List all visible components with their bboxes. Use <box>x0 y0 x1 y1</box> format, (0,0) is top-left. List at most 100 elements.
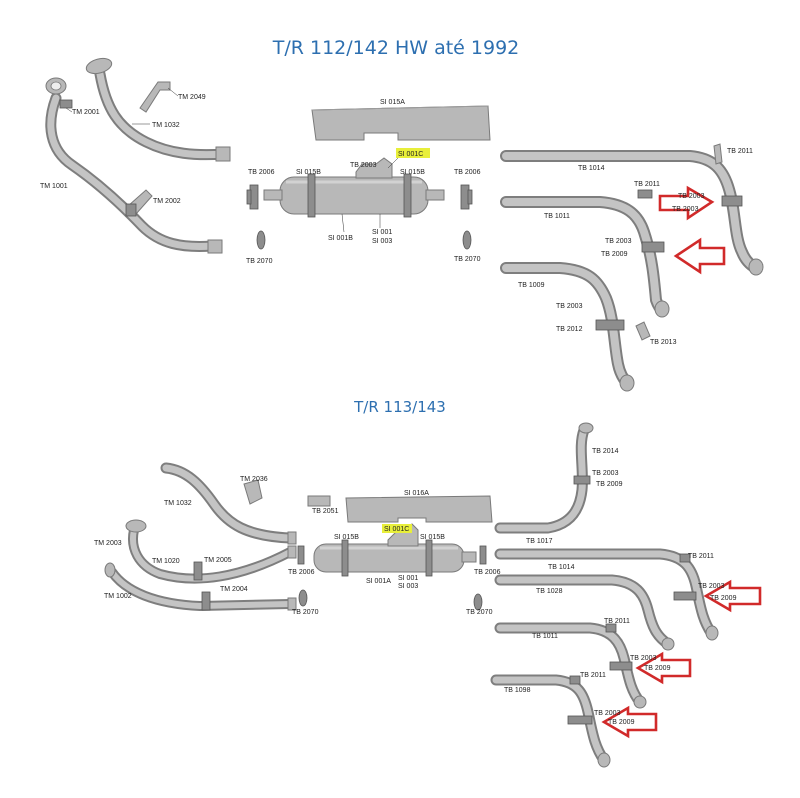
clamp-tm2001 <box>59 99 73 109</box>
clamp-tb2070-bottom-left <box>298 589 308 607</box>
label-si003-top: SI 003 <box>372 238 392 245</box>
label-si015b-bottom-left: SI 015B <box>334 534 359 541</box>
label-si001-top: SI 001 <box>372 229 392 236</box>
label-si003-bottom: SI 003 <box>398 583 418 590</box>
label-tb2009-bottom-4: TB 2009 <box>608 719 635 726</box>
muffler-si001 <box>263 157 445 218</box>
label-tm1001: TM 1001 <box>40 183 68 190</box>
label-tb1009: TB 1009 <box>518 282 545 289</box>
label-tb1017: TB 1017 <box>526 538 553 545</box>
label-tb2014: TB 2014 <box>592 448 619 455</box>
label-tb2003-bottom-2: TB 2003 <box>698 583 725 590</box>
label-tm2001: TM 2001 <box>72 109 100 116</box>
label-tb2009-bottom-2: TB 2009 <box>710 595 737 602</box>
label-tb1014-top: TB 1014 <box>578 165 605 172</box>
label-tb2003-top-mid: TB 2003 <box>350 162 377 169</box>
label-tb2011-bottom-1: TB 2011 <box>688 553 714 560</box>
label-tb1028: TB 1028 <box>536 588 563 595</box>
label-si001c-top: SI 001C <box>398 151 423 158</box>
pipe-tm1020 <box>125 519 297 584</box>
label-si015a: SI 015A <box>380 99 405 106</box>
clamp-tb2006-bottom-left <box>297 545 305 565</box>
label-tb2003-top-r2: TB 2003 <box>672 206 699 213</box>
clamp-tm2005 <box>193 561 203 581</box>
label-si001a-bottom: SI 001A <box>366 578 391 585</box>
label-tb2009-bottom-3: TB 2009 <box>644 665 671 672</box>
pipe-tm1002 <box>104 562 297 611</box>
label-si001c-bottom: SI 001C <box>384 526 409 533</box>
clamp-tb2070-top-left <box>256 230 266 250</box>
bracket-tm2049 <box>139 81 171 113</box>
label-si016a: SI 016A <box>404 490 429 497</box>
heat-shield-si016a <box>345 495 493 523</box>
label-tm2003: TM 2003 <box>94 540 122 547</box>
label-si015b-top-left: SI 015B <box>296 169 321 176</box>
arrow-top-1 <box>658 185 715 221</box>
clamp-tb2070-bottom-right <box>473 593 483 611</box>
arrow-bottom-2 <box>635 651 692 685</box>
label-tb2006-bottom-right: TB 2006 <box>474 569 501 576</box>
label-tb1098: TB 1098 <box>504 687 531 694</box>
label-tb2003-top-r3: TB 2003 <box>605 238 632 245</box>
pipe-tb1098 <box>490 674 611 768</box>
label-tb1011-bottom: TB 1011 <box>532 633 558 640</box>
arrow-top-2 <box>673 237 726 275</box>
pipe-tm1001 <box>45 77 223 254</box>
label-tm1032-bottom: TM 1032 <box>164 500 192 507</box>
label-tb2051: TB 2051 <box>312 508 339 515</box>
label-tb2003-top-r1: TB 2003 <box>678 193 705 200</box>
label-tm2036: TM 2036 <box>240 476 268 483</box>
bracket-tm2036 <box>243 479 263 505</box>
label-tb2011-bottom-2: TB 2011 <box>604 618 630 625</box>
pipe-tb1011-bottom <box>494 622 647 709</box>
label-tm1002: TM 1002 <box>104 593 132 600</box>
label-tb2006-top-left: TB 2006 <box>248 169 275 176</box>
label-tb2011-top-2: TB 2011 <box>634 181 660 188</box>
title-top: T/R 112/142 HW até 1992 <box>272 37 520 59</box>
pipe-tm1032-top <box>85 57 231 162</box>
label-tb2009-top: TB 2009 <box>601 251 628 258</box>
label-tm1032-top: TM 1032 <box>152 122 180 129</box>
label-tb2013: TB 2013 <box>650 339 677 346</box>
label-tm2049: TM 2049 <box>178 94 206 101</box>
clamp-tb2006-top-right <box>460 184 473 210</box>
clamp-tm2004 <box>201 591 211 611</box>
label-tm2005: TM 2005 <box>204 557 232 564</box>
title-bottom: T/R 113/143 <box>353 398 446 416</box>
label-si015b-bottom-right: SI 015B <box>420 534 445 541</box>
pipe-tb1028 <box>494 574 675 651</box>
label-tb2011-bottom-3: TB 2011 <box>580 672 606 679</box>
arrow-bottom-3 <box>601 705 658 739</box>
clamp-tb2070-top-right <box>462 230 472 250</box>
bracket-tm2002 <box>125 189 153 217</box>
label-tb2009-bottom-1: TB 2009 <box>596 481 623 488</box>
label-tb2070-bottom-left: TB 2070 <box>292 609 319 616</box>
clamp-tb2006-top-left <box>246 184 259 210</box>
clamp-tb2006-bottom-right <box>479 545 487 565</box>
label-tb2006-bottom-left: TB 2006 <box>288 569 315 576</box>
arrow-bottom-1 <box>703 579 762 613</box>
label-tb1014-bottom: TB 1014 <box>548 564 575 571</box>
label-tb2003-bottom-3: TB 2003 <box>630 655 657 662</box>
label-tm2004: TM 2004 <box>220 586 248 593</box>
label-si001-bottom: SI 001 <box>398 575 418 582</box>
label-tb2003-bottom-4: TB 2003 <box>594 710 621 717</box>
label-tb2070-top-left: TB 2070 <box>246 258 273 265</box>
pipe-tm1032-bottom <box>160 462 297 545</box>
label-tm1020: TM 1020 <box>152 558 180 565</box>
label-tb2012: TB 2012 <box>556 326 583 333</box>
label-tb2003-top-r4: TB 2003 <box>556 303 583 310</box>
pipe-tb1011-top <box>500 189 670 318</box>
pipe-tb1014-bottom <box>494 548 719 641</box>
label-tm2002: TM 2002 <box>153 198 181 205</box>
label-tb2011-top-1: TB 2011 <box>727 148 753 155</box>
pipe-tb1009 <box>500 262 651 392</box>
label-si015b-top-right: SI 015B <box>400 169 425 176</box>
label-tb2070-bottom-right: TB 2070 <box>466 609 493 616</box>
bracket-tb2051 <box>307 495 331 507</box>
pipe-tb1017 <box>494 422 594 534</box>
label-tb2070-top-right: TB 2070 <box>454 256 481 263</box>
heat-shield-si015a <box>311 105 491 141</box>
label-tb2003-bottom-1: TB 2003 <box>592 470 619 477</box>
